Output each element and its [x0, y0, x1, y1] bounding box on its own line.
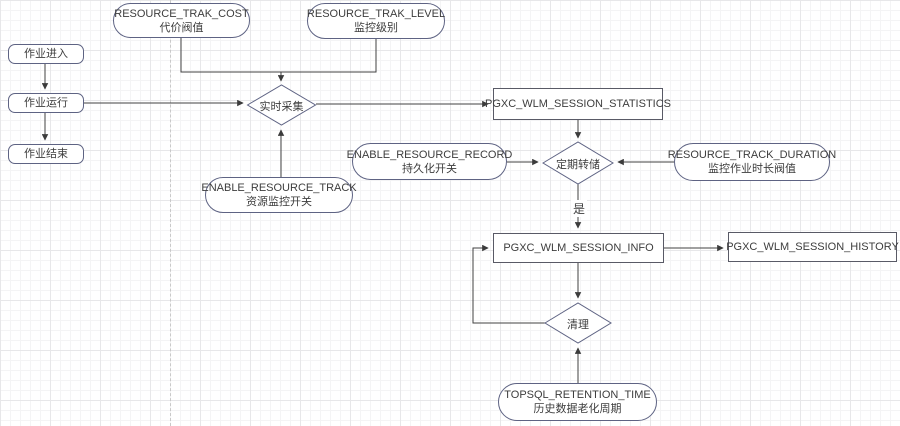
node-realtime-collect-diamond[interactable] — [246, 84, 317, 126]
node-resource-trak-cost[interactable]: RESOURCE_TRAK_COST 代价阀值 — [113, 3, 250, 38]
node-session-history[interactable]: PGXC_WLM_SESSION_HISTORY — [726, 232, 899, 262]
node-job-enter[interactable]: 作业进入 — [8, 44, 84, 64]
node-job-enter-label: 作业进入 — [24, 48, 68, 60]
node-enable-resource-track-name: ENABLE_RESOURCE_TRACK — [201, 182, 357, 194]
node-topsql-retention-time-desc: 历史数据老化周期 — [533, 403, 622, 415]
node-session-history-label: PGXC_WLM_SESSION_HISTORY — [726, 241, 899, 253]
node-enable-resource-track-desc: 资源监控开关 — [246, 196, 312, 208]
node-session-statistics[interactable]: PGXC_WLM_SESSION_STATISTICS — [485, 88, 671, 120]
node-resource-trak-level-desc: 监控级别 — [354, 22, 398, 34]
node-enable-resource-track[interactable]: ENABLE_RESOURCE_TRACK 资源监控开关 — [201, 177, 357, 213]
node-resource-track-duration-name: RESOURCE_TRACK_DURATION — [667, 149, 837, 161]
node-session-info[interactable]: PGXC_WLM_SESSION_INFO — [493, 233, 664, 263]
node-resource-track-duration[interactable]: RESOURCE_TRACK_DURATION 监控作业时长阀值 — [668, 143, 836, 181]
node-enable-resource-record[interactable]: ENABLE_RESOURCE_RECORD 持久化开关 — [347, 143, 512, 180]
page-break-divider — [170, 0, 171, 426]
node-periodic-dump-diamond[interactable] — [542, 141, 614, 185]
node-enable-resource-record-name: ENABLE_RESOURCE_RECORD — [346, 148, 513, 161]
node-resource-track-duration-desc: 监控作业时长阀值 — [708, 163, 796, 175]
node-topsql-retention-time-name: TOPSQL_RETENTION_TIME — [504, 389, 651, 401]
node-topsql-retention-time[interactable]: TOPSQL_RETENTION_TIME 历史数据老化周期 — [498, 383, 657, 421]
node-job-end-label: 作业结束 — [24, 148, 68, 160]
node-resource-trak-cost-name: RESOURCE_TRAK_COST — [114, 7, 249, 20]
node-session-info-label: PGXC_WLM_SESSION_INFO — [503, 242, 654, 254]
node-resource-trak-cost-desc: 代价阀值 — [159, 21, 204, 34]
edge-cleanup-loop-to-info[interactable] — [472, 244, 545, 324]
node-resource-trak-level-name: RESOURCE_TRAK_LEVEL — [306, 8, 446, 20]
node-job-running[interactable]: 作业运行 — [8, 93, 84, 113]
node-enable-resource-record-desc: 持久化开关 — [402, 162, 457, 175]
node-resource-trak-level[interactable]: RESOURCE_TRAK_LEVEL 监控级别 — [307, 3, 445, 39]
node-cleanup-diamond[interactable] — [544, 302, 612, 344]
node-session-statistics-label: PGXC_WLM_SESSION_STATISTICS — [484, 98, 672, 110]
node-job-running-label: 作业运行 — [24, 97, 68, 109]
node-job-end[interactable]: 作业结束 — [8, 144, 84, 164]
edge-cost-level-merge[interactable] — [180, 38, 377, 73]
